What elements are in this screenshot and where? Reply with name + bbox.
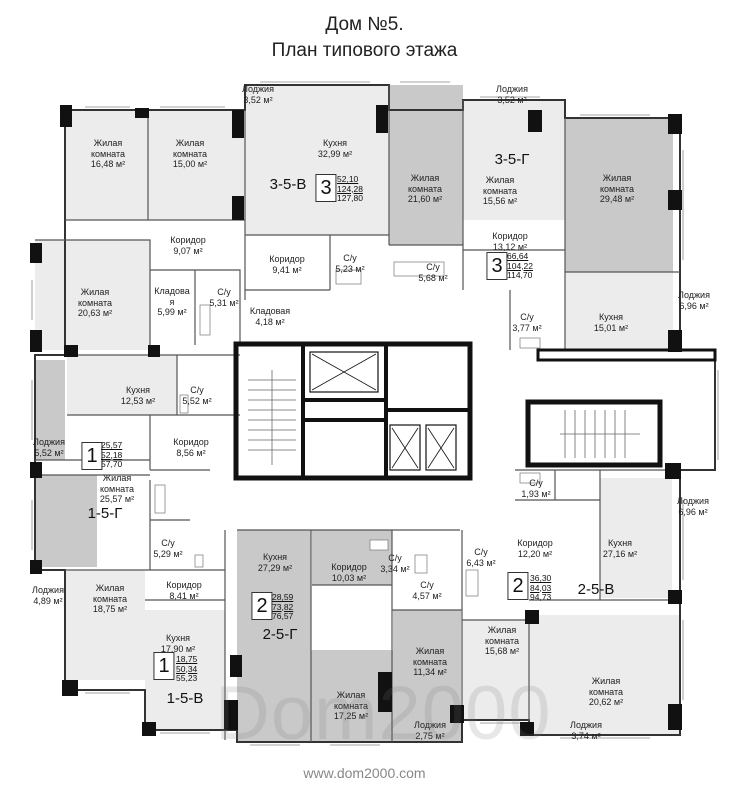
building-core — [233, 341, 717, 481]
sanitary-fixtures — [154, 261, 541, 597]
wall-pillars — [30, 105, 682, 736]
apartment-room-count: 2 — [251, 592, 273, 620]
apartment-code: 2-5-В — [577, 581, 615, 598]
plan-subtitle: План типового этажа — [271, 40, 458, 61]
apartment-code: 3-5-Г — [494, 151, 530, 168]
grey-room-fills — [35, 85, 673, 742]
apartment-room-count: 2 — [507, 572, 529, 600]
watermark-logo: Dom2000 — [215, 671, 552, 756]
apartment-code: 1-5-В — [166, 690, 204, 707]
inner-walls — [35, 85, 680, 742]
apartment-room-count: 1 — [153, 652, 175, 680]
apartment-room-count: 3 — [315, 174, 337, 202]
watermark-site: www.dom2000.com — [303, 765, 426, 781]
windows — [31, 81, 719, 746]
outer-walls — [34, 84, 716, 743]
apartment-code: 1-5-Г — [87, 505, 123, 522]
apartment-room-count: 3 — [486, 252, 508, 280]
apartment-code: 2-5-Г — [262, 626, 298, 643]
light-room-fills — [35, 85, 679, 735]
plan-title: Дом №5. — [325, 14, 404, 35]
apartment-room-count: 1 — [81, 442, 103, 470]
apartment-code: 3-5-В — [269, 176, 307, 193]
stairs — [248, 370, 640, 465]
